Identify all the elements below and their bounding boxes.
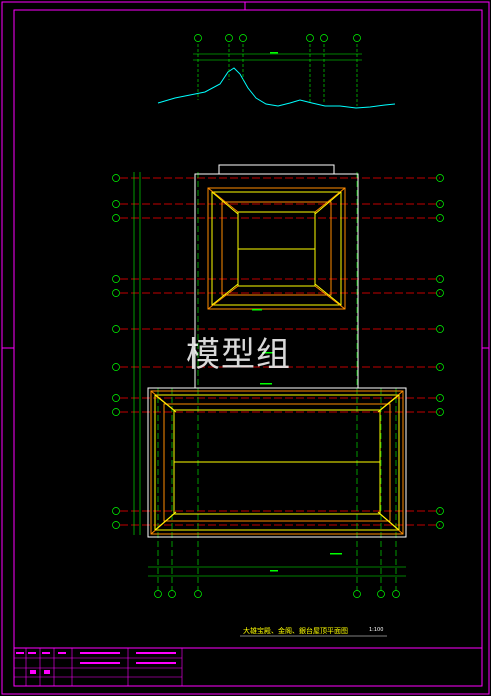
plan-vertical-axes [157,172,397,590]
watermark: 模型组 [186,335,291,375]
terrain-profile [157,67,396,109]
elevation-dimension [193,53,362,61]
axis-bubbles [112,34,444,598]
left-dimension-chain [133,172,141,535]
title-block [14,648,183,686]
annotation-marks [252,52,342,572]
plan-axis-lines [120,177,440,526]
bottom-dimension-chain [148,566,406,577]
title-block-text [16,652,176,674]
building-outline [147,164,407,538]
upper-hip-roof [207,187,346,310]
lower-hip-roof [150,390,404,535]
drawing-title: 大雄宝殿、金阁、銀台屋顶平面图 [243,627,348,635]
drawing-scale: 1:100 [369,627,384,633]
